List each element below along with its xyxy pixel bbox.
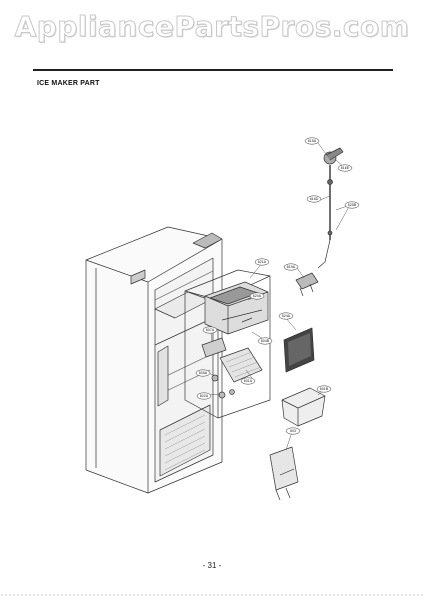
part-label: 616E <box>337 164 353 172</box>
part-label: 624A <box>278 312 294 320</box>
part-label: 620A <box>249 292 265 300</box>
part-label-text: 616E <box>341 166 350 170</box>
part-label-text: 607A <box>206 328 215 332</box>
part-label: 601A <box>240 377 256 385</box>
page-number: - 31 - <box>202 561 222 570</box>
part-label-text: 602A <box>200 394 209 398</box>
footer-dotted-rule <box>0 594 424 596</box>
part-label: 605A <box>195 369 211 377</box>
watermark-logo: AppliancePartsPros.com <box>14 10 410 44</box>
refrigerator-cabinet <box>85 226 223 494</box>
ice-bin <box>281 387 326 427</box>
part-label: 604B <box>257 337 273 345</box>
part-label-text: 616D <box>310 197 319 201</box>
part-label-text: 603 <box>290 429 296 433</box>
part-label-text: 621A <box>258 260 267 264</box>
control-box <box>269 446 299 501</box>
part-label: 603 <box>285 427 301 435</box>
part-label-text: 624A <box>282 314 291 318</box>
part-label-text: 601B <box>320 387 329 391</box>
cover-panel <box>283 327 315 373</box>
header-rule <box>33 69 393 71</box>
part-label: 619A <box>283 263 299 271</box>
part-label: 615A <box>304 137 320 145</box>
part-labels: 615A 616E 616D 625B 619A 621A 620A 607A … <box>195 137 360 435</box>
part-label-text: 615A <box>308 139 317 143</box>
part-label: 616D <box>306 195 322 203</box>
part-label-text: 620A <box>253 294 262 298</box>
part-label: 621A <box>254 258 270 266</box>
small-fittings <box>211 309 263 399</box>
part-label-text: 604B <box>261 339 270 343</box>
part-label-text: 605A <box>199 371 208 375</box>
part-label: 602A <box>196 392 212 400</box>
part-label: 601B <box>316 385 332 393</box>
part-label: 607A <box>202 326 218 334</box>
part-label-text: 625B <box>348 203 357 207</box>
part-label-text: 601A <box>244 379 253 383</box>
water-valve <box>295 272 319 297</box>
part-label-text: 619A <box>287 265 296 269</box>
section-title: ICE MAKER PART <box>37 80 100 87</box>
fill-tube <box>317 147 344 269</box>
ice-tray <box>201 337 263 383</box>
part-label: 625B <box>344 201 360 209</box>
